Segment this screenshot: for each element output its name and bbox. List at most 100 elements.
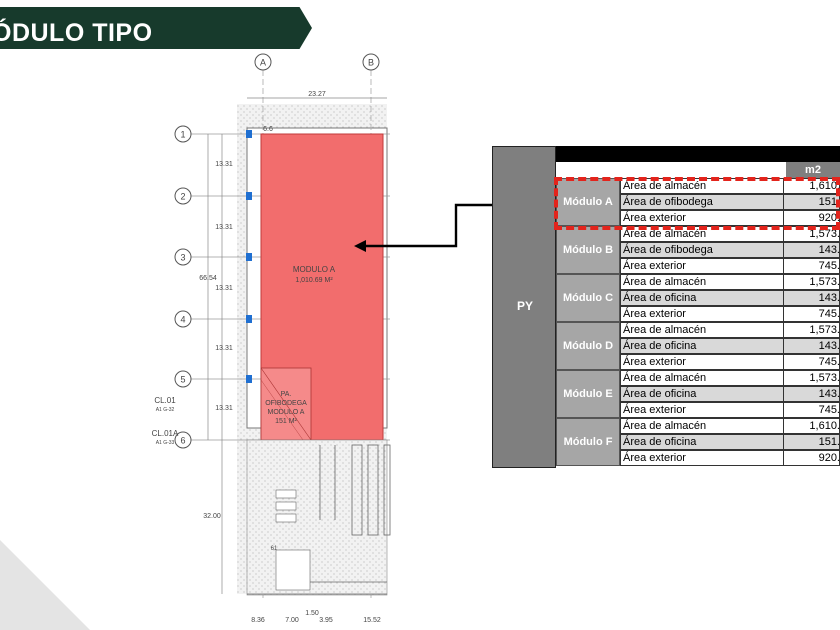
axis-side-3: 3 — [180, 253, 185, 263]
callout-cl01-sub: A1 G-32 — [156, 407, 175, 413]
area-value: 1,573. — [809, 324, 840, 336]
area-label: Área de almacén — [620, 419, 784, 434]
axis-side-5-bubble — [174, 370, 192, 388]
area-label: Área de almacén — [620, 371, 784, 386]
area-label: Área de almacén — [620, 275, 784, 290]
truck-bays — [319, 444, 391, 536]
office-label: MODULO A — [268, 409, 305, 416]
area-value: 920. — [818, 212, 840, 224]
module-name-cell: Módulo E — [556, 370, 620, 418]
table-row: Área exterior 745. — [620, 402, 840, 418]
area-value: 143. — [818, 388, 840, 400]
page-title: ÓDULO TIPO — [0, 19, 153, 47]
dim-bottom: 7.00 — [285, 617, 299, 624]
axis-side-6: 6 — [180, 436, 185, 446]
area-label: Área exterior — [620, 307, 784, 322]
axis-top-a: A — [260, 58, 266, 68]
dim-side: 13.31 — [215, 285, 233, 292]
table-row: Área de almacén 1,573. — [620, 274, 840, 290]
table-row: Área de almacén 1,573. — [620, 370, 840, 386]
area-value: 745. — [818, 260, 840, 272]
area-value: 1,573. — [809, 372, 840, 384]
table-row: Área de oficina 143. — [620, 386, 840, 402]
office-label: OFIBODEGA — [265, 400, 307, 407]
module-name-cell: Módulo B — [556, 226, 620, 274]
parking-spots — [275, 489, 311, 591]
dim-bottom: 15.52 — [363, 617, 381, 624]
area-label: Área de oficina — [620, 435, 784, 450]
area-value: 143. — [818, 292, 840, 304]
module-label: MODULO A — [293, 265, 336, 274]
area-value: 151. — [818, 436, 840, 448]
dim-total: 66.54 — [199, 275, 217, 282]
dim-top: 23.27 — [308, 91, 326, 98]
area-value: 1,610. — [809, 180, 840, 192]
dim-bottom-mid: 1.50 — [305, 610, 319, 617]
area-label: Área de ofibodega — [620, 195, 784, 210]
unit-header: m2 — [786, 162, 840, 178]
area-label: Área exterior — [620, 451, 784, 466]
module-area: 1,010.69 M² — [295, 277, 333, 284]
module-name-cell: Módulo C — [556, 274, 620, 322]
table-top-bar — [556, 146, 840, 162]
dim-small: 6.6 — [263, 126, 273, 133]
title-banner: ÓDULO TIPO — [0, 7, 312, 49]
dim-bottom: 3.95 — [319, 617, 333, 624]
dim-side: 13.31 — [215, 161, 233, 168]
dim-side: 13.31 — [215, 345, 233, 352]
office-label: PA. — [281, 391, 292, 398]
table-header: m2 — [556, 162, 840, 178]
area-label: Área de ofibodega — [620, 243, 784, 258]
axis-side-4-bubble — [174, 310, 192, 328]
area-value: 745. — [818, 404, 840, 416]
axis-side-6-bubble — [174, 431, 192, 449]
module-name-cell: Módulo D — [556, 322, 620, 370]
axis-side-1-bubble — [174, 125, 192, 143]
area-label: Área de oficina — [620, 387, 784, 402]
axis-side-2-bubble — [174, 187, 192, 205]
axis-side-3-bubble — [174, 248, 192, 266]
lower-yard — [246, 439, 388, 596]
table-row: Área de oficina 151. — [620, 434, 840, 450]
area-label: Área exterior — [620, 403, 784, 418]
axis-top-b-bubble — [362, 53, 380, 71]
parking-label: 61 — [271, 546, 278, 552]
area-value: 1,573. — [809, 276, 840, 288]
axis-side-4: 4 — [180, 315, 185, 325]
area-value: 1,573. — [809, 228, 840, 240]
axis-side-2: 2 — [180, 192, 185, 202]
callout-cl01a: CL.01A — [152, 429, 179, 438]
table-row: Área exterior 745. — [620, 306, 840, 322]
dim-side: 13.31 — [215, 224, 233, 231]
group-label: PY — [516, 299, 533, 313]
axis-top-b: B — [368, 58, 374, 68]
area-value: 151. — [818, 196, 840, 208]
axis-side-1: 1 — [180, 130, 185, 140]
module-name-cell: Módulo A — [556, 178, 620, 226]
area-label: Área de almacén — [620, 227, 784, 242]
area-label: Área exterior — [620, 211, 784, 226]
office-label: 151 M² — [275, 418, 297, 425]
area-value: 745. — [818, 308, 840, 320]
dim-side: 13.31 — [215, 405, 233, 412]
area-value: 920. — [818, 452, 840, 464]
module-name-cell: Módulo F — [556, 418, 620, 466]
area-label: Área de almacén — [620, 179, 784, 194]
dim-lower: 32.00 — [203, 513, 221, 520]
area-label: Área exterior — [620, 355, 784, 370]
table-row: Área exterior 920. — [620, 450, 840, 466]
dim-bottom: 8.36 — [251, 617, 265, 624]
area-label: Área de oficina — [620, 339, 784, 354]
column-markers — [246, 130, 252, 383]
callout-cl01: CL.01 — [154, 396, 176, 405]
axis-side-5: 5 — [180, 375, 185, 385]
